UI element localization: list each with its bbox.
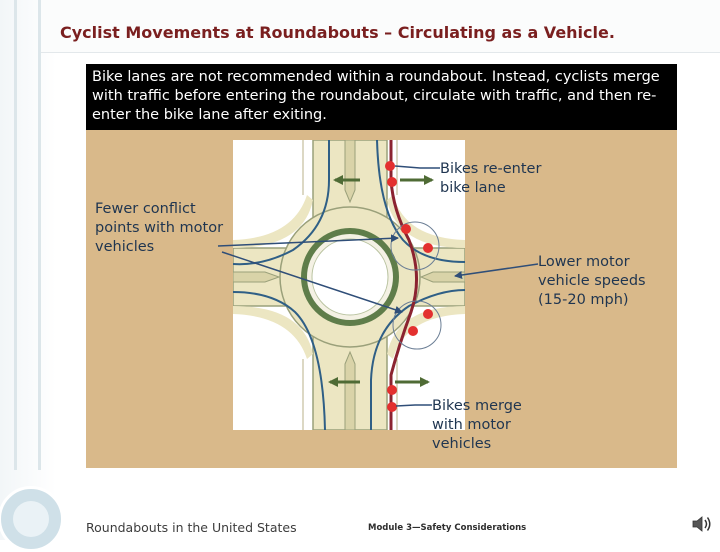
callout-bikes-merge: Bikes merge with motor vehicles xyxy=(432,398,522,452)
intro-text: Bike lanes are not recommended within a … xyxy=(86,64,677,130)
pointer-merge xyxy=(395,404,432,407)
bike-markers xyxy=(385,161,433,412)
annotation-overlay xyxy=(217,161,539,412)
callout-fewer-conflicts: Fewer conflict points with motor vehicle… xyxy=(95,201,224,255)
slide-title: Cyclist Movements at Roundabouts – Circu… xyxy=(60,23,615,42)
pointer-conflict-upper xyxy=(217,234,399,247)
slide-frame-left xyxy=(0,0,56,540)
slide-frame-top xyxy=(38,0,720,53)
pointer-speeds xyxy=(454,263,539,279)
footer-title: Roundabouts in the United States xyxy=(86,520,297,535)
callout-bikes-reenter: Bikes re-enter bike lane xyxy=(440,161,542,196)
pointer-conflict-lower xyxy=(221,251,403,314)
pointer-reenter xyxy=(394,165,440,169)
footer-module: Module 3—Safety Considerations xyxy=(368,523,527,533)
frame-line xyxy=(38,0,41,470)
speaker-icon[interactable] xyxy=(690,512,714,536)
highlight-circle-lower xyxy=(392,300,442,350)
highlight-circle-upper xyxy=(390,221,440,271)
frame-line xyxy=(14,0,17,470)
callout-lower-speeds: Lower motor vehicle speeds (15-20 mph) xyxy=(538,254,646,308)
